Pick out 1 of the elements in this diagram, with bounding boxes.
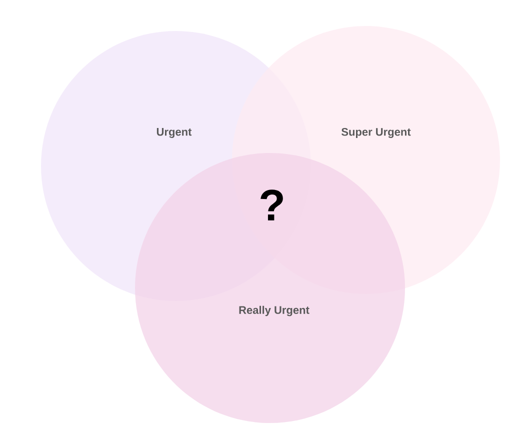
question-mark: ? — [260, 190, 283, 220]
